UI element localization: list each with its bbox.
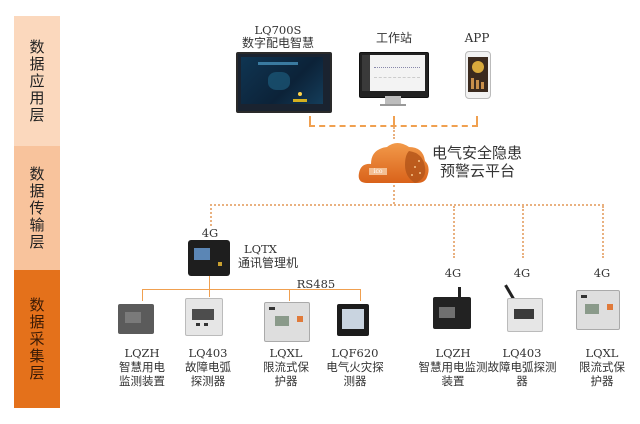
lqzh-wireless-device-icon: [433, 297, 471, 329]
display-name: 数字配电智慧: [241, 36, 314, 50]
connector-wireless-2: [522, 206, 524, 258]
wireless-device-2-network: 4G: [513, 266, 531, 280]
layer-transport-label: 数据传输层: [27, 165, 46, 251]
connector-wired-2: [209, 289, 210, 297]
connector-app: [476, 116, 478, 125]
wired-device-3-model: LQXL: [269, 346, 303, 360]
wired-device-1-name-line1: 智慧用电: [119, 360, 165, 374]
lq403-device-icon: [185, 298, 223, 336]
gateway-model: LQTX: [244, 242, 277, 256]
connector-wired-3: [289, 289, 290, 301]
connector-transport-bus: [210, 204, 604, 206]
workstation-label: 工作站: [375, 31, 412, 45]
wireless-device-3-name-line1: 限流式保: [579, 360, 625, 374]
wireless-device-2-name-line1: 故障电弧探测: [487, 360, 557, 374]
connector-to-cloud: [393, 127, 395, 139]
wireless-device-3-model: LQXL: [585, 346, 619, 360]
wired-device-4-name-line2: 测器: [343, 374, 367, 388]
wireless-device-3-network: 4G: [593, 266, 611, 280]
antenna-icon: [458, 287, 461, 299]
wireless-device-2-model: LQ403: [502, 346, 542, 360]
layer-collection-label: 数据采集层: [27, 296, 46, 382]
cloud-platform-icon: [358, 143, 429, 183]
app-label: APP: [464, 31, 490, 45]
lq403-wireless-device-icon: [507, 298, 543, 332]
connector-gateway: [210, 204, 212, 226]
connector-application-bus: [309, 125, 478, 127]
wired-device-2-model: LQ403: [188, 346, 228, 360]
lqtx-gateway-icon: [188, 240, 230, 276]
connector-display: [309, 116, 311, 125]
connector-gateway-rs485: [209, 276, 210, 290]
rs485-bus-line: [142, 289, 361, 290]
gateway-network: 4G: [201, 226, 219, 240]
workstation-monitor-icon: [359, 52, 429, 98]
workstation-stand-icon: [385, 96, 401, 104]
lqf620-device-icon: [337, 304, 369, 336]
wireless-device-1-model: LQZH: [435, 346, 471, 360]
workstation-base: [380, 104, 406, 106]
cloud-logo: ico: [373, 168, 383, 175]
layer-transport: 数据传输层: [14, 146, 60, 270]
lqxl-wireless-device-icon: [576, 290, 620, 330]
wired-device-1-model: LQZH: [124, 346, 160, 360]
connector-wireless-1: [453, 206, 455, 258]
connector-cloud-down: [393, 185, 395, 204]
layer-application: 数据应用层: [14, 16, 60, 146]
lqzh-device-icon: [118, 304, 154, 334]
cloud-title-line2: 预警云平台: [440, 162, 516, 180]
layer-application-label: 数据应用层: [27, 38, 46, 124]
wired-device-4-model: LQF620: [331, 346, 379, 360]
wireless-device-2-name-line2: 器: [516, 374, 528, 388]
wireless-device-1-network: 4G: [444, 266, 462, 280]
wired-device-4-name-line1: 电气火灾探: [326, 360, 384, 374]
wired-device-2-name-line1: 故障电弧: [185, 360, 231, 374]
wired-device-3-name-line2: 护器: [274, 374, 298, 388]
cloud-title-line1: 电气安全隐患: [432, 144, 523, 162]
lq700s-display-icon: [236, 52, 332, 113]
gateway-name: 通讯管理机: [238, 256, 299, 270]
connector-wired-4: [360, 289, 361, 301]
wired-device-3-name-line1: 限流式保: [263, 360, 309, 374]
wired-device-2-name-line2: 探测器: [190, 374, 226, 388]
lqxl-device-icon: [264, 302, 310, 342]
app-phone-icon: [465, 51, 491, 99]
layer-collection: 数据采集层: [14, 270, 60, 408]
wireless-device-1-name-line1: 智慧用电监测: [418, 360, 488, 374]
wired-device-1-name-line2: 监测装置: [119, 374, 165, 388]
display-model: LQ700S: [254, 23, 302, 37]
wireless-device-3-name-line2: 护器: [590, 374, 614, 388]
rs485-label: RS485: [296, 277, 336, 291]
connector-wired-1: [142, 289, 143, 301]
connector-workstation: [393, 116, 395, 125]
wireless-device-1-name-line2: 装置: [441, 374, 465, 388]
connector-wireless-3: [602, 206, 604, 258]
